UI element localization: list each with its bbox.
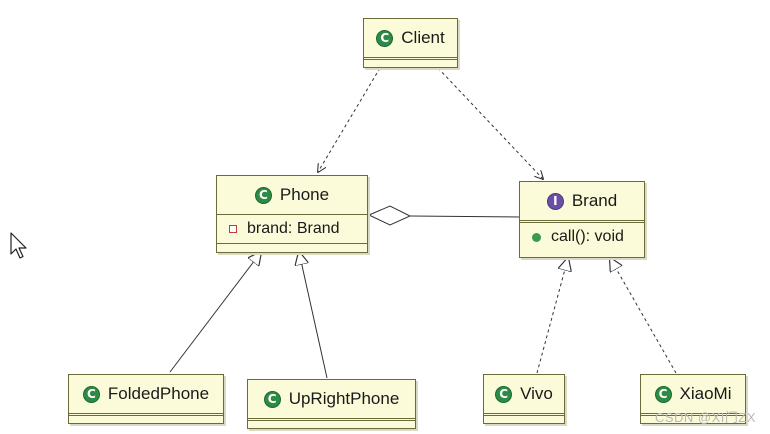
generalization-uprightphone-phone	[299, 252, 328, 379]
attribute-row[interactable]: brand: Brand	[217, 215, 367, 243]
compartment-divider	[641, 413, 745, 416]
class-icon: C	[654, 385, 672, 403]
class-icon: C	[263, 390, 281, 408]
class-icon: C	[82, 385, 100, 403]
class-name: UpRightPhone	[288, 389, 400, 408]
realization-vivo-brand	[536, 258, 568, 374]
class-foldedphone-header: C FoldedPhone	[69, 375, 223, 413]
class-icon: C	[495, 385, 513, 403]
class-uprightphone[interactable]: C UpRightPhone	[247, 379, 416, 429]
generalization-foldedphone-phone	[169, 252, 261, 373]
compartment-divider	[69, 413, 223, 416]
aggregation-diamond	[367, 205, 412, 226]
method-text: call(): void	[551, 228, 624, 245]
interface-name: Brand	[571, 191, 618, 210]
compartment-divider	[364, 57, 457, 60]
method-row[interactable]: call(): void	[520, 223, 644, 251]
class-client[interactable]: C Client	[363, 18, 458, 68]
class-icon: C	[254, 186, 272, 204]
public-method-icon	[532, 232, 541, 242]
class-vivo-header: C Vivo	[484, 375, 564, 413]
interface-brand[interactable]: I Brand call(): void	[519, 181, 645, 258]
aggregation-line	[409, 215, 520, 218]
compartment-divider	[217, 243, 367, 244]
realization-xiaomi-brand	[610, 258, 677, 374]
class-phone-header: C Phone	[217, 176, 367, 214]
mouse-pointer-icon	[10, 232, 27, 259]
class-xiaomi[interactable]: C XiaoMi	[640, 374, 746, 424]
interface-brand-header: I Brand	[520, 182, 644, 220]
compartment-divider	[248, 418, 415, 421]
class-xiaomi-header: C XiaoMi	[641, 375, 745, 413]
class-client-header: C Client	[364, 19, 457, 57]
interface-icon: I	[546, 192, 564, 210]
class-uprightphone-header: C UpRightPhone	[248, 380, 415, 418]
compartment-divider	[217, 214, 367, 215]
private-field-icon	[229, 225, 237, 233]
class-phone[interactable]: C Phone brand: Brand	[216, 175, 368, 253]
class-foldedphone[interactable]: C FoldedPhone	[68, 374, 224, 424]
class-vivo[interactable]: C Vivo	[483, 374, 565, 424]
attribute-text: brand: Brand	[247, 220, 340, 237]
class-icon: C	[376, 29, 394, 47]
class-name: Client	[401, 28, 445, 47]
class-name: Vivo	[520, 384, 553, 403]
compartment-divider	[520, 220, 644, 223]
class-name: FoldedPhone	[107, 384, 210, 403]
dependency-client-phone	[318, 67, 381, 172]
class-name: XiaoMi	[679, 384, 732, 403]
compartment-divider	[484, 413, 564, 416]
dependency-client-brand	[437, 67, 543, 179]
class-name: Phone	[279, 185, 330, 204]
watermark: CSDN @XI门ZX	[654, 410, 756, 425]
